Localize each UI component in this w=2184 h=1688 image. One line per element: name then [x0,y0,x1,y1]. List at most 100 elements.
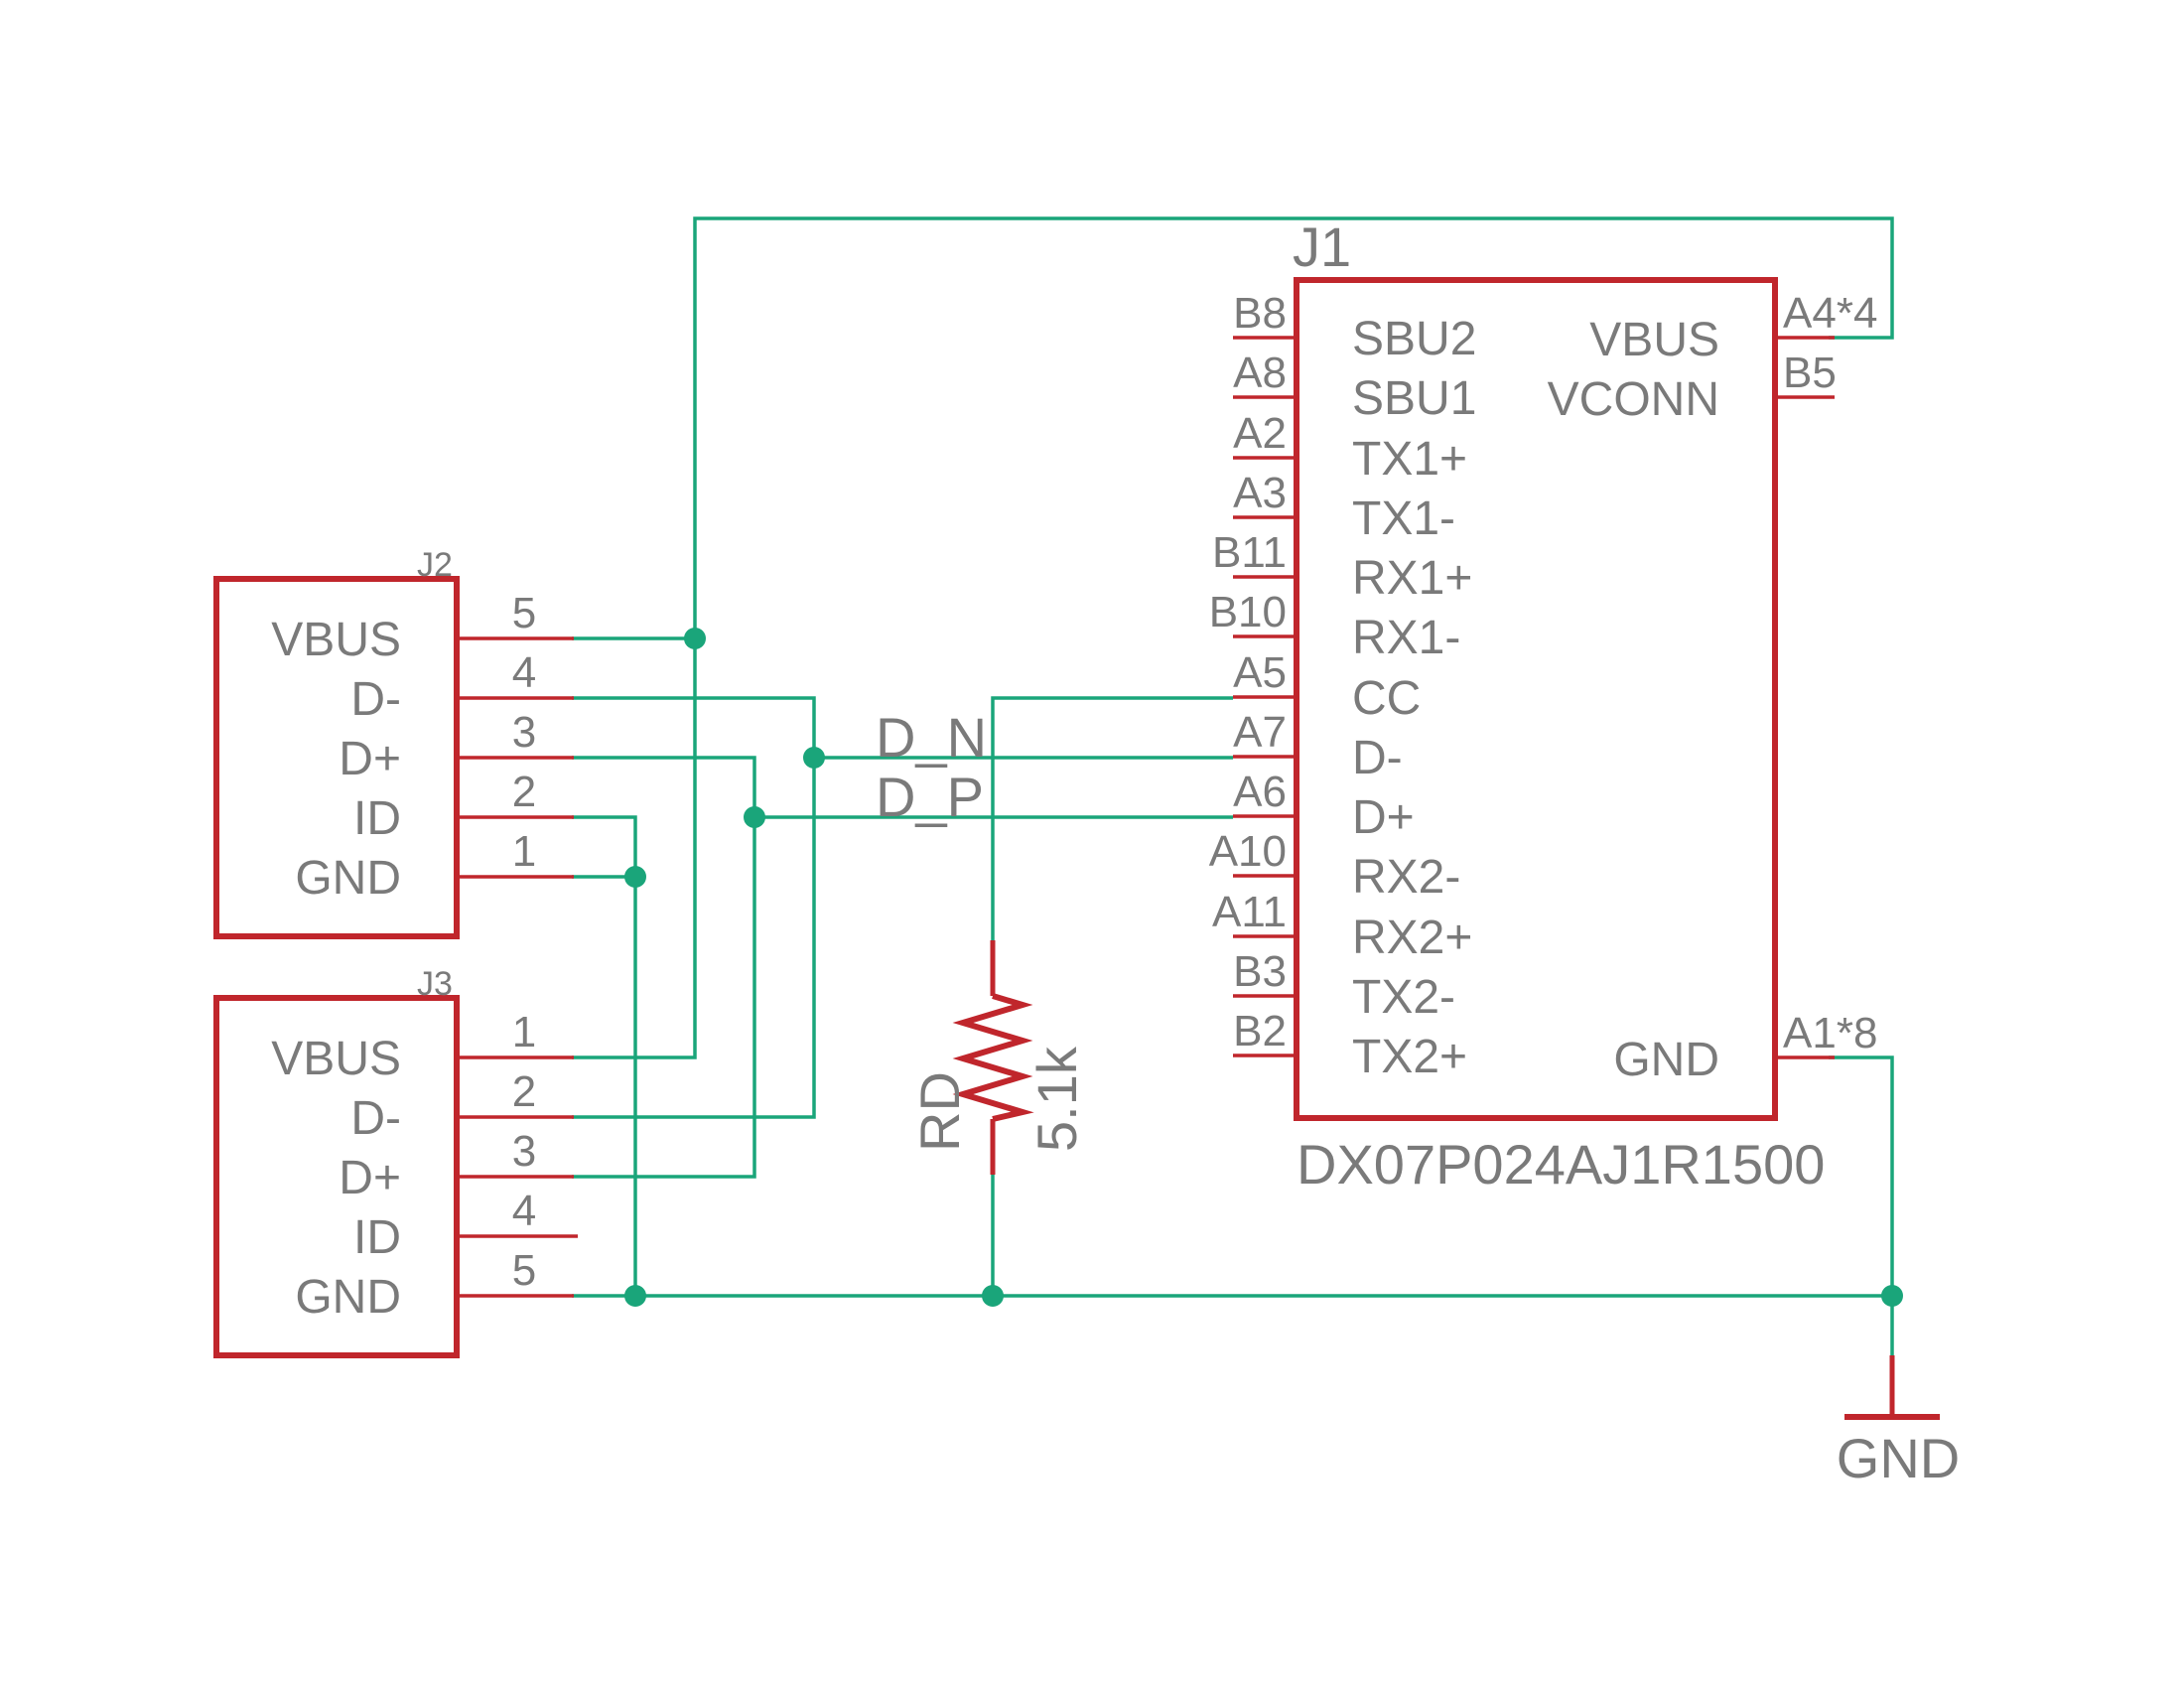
j3-pin: 2 D- [350,1067,574,1145]
j2-pin-number: 3 [512,708,536,757]
connector-j3: J3 1 VBUS 2 D- 3 D+ 4 ID 5 GND [213,965,578,1358]
j2-pin-number: 5 [512,589,536,637]
junctions [624,628,1903,1307]
j1-pin-name: RX1- [1352,612,1460,664]
junction-dot [803,747,825,769]
j1-pin-name: RX1+ [1352,552,1472,605]
j2-pin-number: 2 [512,768,536,816]
j1-pin: A1*8 GND [1613,1009,1877,1086]
j1-pin-number: A6 [1233,768,1287,816]
j1-pin-number: B5 [1783,349,1837,397]
j2-pin: 1 GND [295,827,574,905]
j1-pin: A4*4 VBUS [1589,289,1877,366]
j3-pin-number: 1 [512,1008,536,1056]
j1-pin: B5 VCONN [1548,349,1837,426]
j1-pin-name: RX2+ [1352,912,1472,964]
junction-dot [624,1285,646,1307]
j2-pin-name: D- [350,673,401,726]
j1-pin-number: A3 [1233,469,1287,517]
j1-pin-number: A1*8 [1783,1009,1877,1057]
j1-pin-number: A10 [1209,827,1287,876]
j1-value: DX07P024AJ1R1500 [1297,1133,1825,1196]
resistor-zigzag [952,993,1034,1122]
wires [572,216,1894,1355]
j1-pin: A7 D- [1233,708,1403,784]
net-label-dp: D_P [876,766,984,828]
j1-pin-number: A5 [1233,648,1287,697]
j3-pin: 3 D+ [339,1127,574,1204]
j1-pin: A8 SBU1 [1233,349,1476,425]
j3-pin: 1 VBUS [271,1008,574,1085]
j1-pin-name: VCONN [1548,373,1719,426]
junction-dot [1881,1285,1903,1307]
gnd-label: GND [1837,1427,1960,1489]
j3-pin-name: ID [353,1211,401,1264]
j2-pin: 5 VBUS [271,589,574,666]
junction-dot [684,628,706,649]
j1-body [1294,277,1778,1121]
j3-pin: 5 GND [295,1246,574,1324]
wire-vbus [572,216,1894,640]
j1-ref: J1 [1293,215,1351,278]
j1-pin-number: A8 [1233,349,1287,397]
j2-pin-name: ID [353,792,401,845]
j1-pin-name: TX2+ [1352,1031,1467,1083]
j1-pin-name: TX1- [1352,492,1455,545]
junction-dot [624,866,646,888]
j3-pin-name: VBUS [271,1033,401,1085]
j1-pin-name: D- [1352,732,1403,784]
j3-pin-number: 3 [512,1127,536,1176]
j1-pin: A3 TX1- [1233,469,1455,545]
j2-pin-name: GND [295,852,401,905]
j1-pin-number: B3 [1233,947,1287,996]
ground-symbol: GND [1837,1355,1960,1489]
j1-pin-name: VBUS [1589,314,1719,366]
resistor-value: 5.1k [1025,1046,1088,1152]
j1-pin-number: B10 [1209,588,1287,636]
wire-dplus-j2 [572,756,756,1179]
j1-pin-number: A7 [1233,708,1287,757]
j1-pin-number: A4*4 [1783,289,1877,338]
j3-pin-name: GND [295,1271,401,1324]
j1-pin-name: SBU1 [1352,372,1476,425]
j3-pin-number: 2 [512,1067,536,1116]
j3-pin-number: 4 [512,1187,536,1235]
j2-pin-number: 1 [512,827,536,876]
resistor-ref: RD [908,1071,971,1152]
j2-pin: 2 ID [353,768,574,845]
j2-ref: J2 [417,546,453,584]
j1-pin-name: SBU2 [1352,313,1476,365]
j1-pin: B11 RX1+ [1212,528,1472,605]
net-label-dn: D_N [876,706,987,769]
junction-dot [982,1285,1004,1307]
j1-pin-name: TX1+ [1352,433,1467,486]
junction-dot [744,806,765,828]
wire-id-gnd [572,815,637,1296]
j3-ref: J3 [417,965,453,1003]
wire-vbus-j3 [572,638,697,1059]
j3-pin-name: D- [350,1092,401,1145]
j3-pin: 4 ID [353,1187,578,1264]
j2-pin: 4 D- [350,648,574,726]
connector-j2: J2 5 VBUS 4 D- 3 D+ 2 ID 1 GND [213,546,574,939]
j1-pin: B3 TX2- [1233,947,1455,1024]
j2-pin-name: VBUS [271,614,401,666]
wire-dminus-j2 [572,696,816,1119]
j1-pin-number: B2 [1233,1007,1287,1055]
j2-pin: 3 D+ [339,708,574,785]
j1-pin-name: TX2- [1352,971,1455,1024]
resistor-rd: RD 5.1k [908,940,1088,1175]
j1-pin-name: GND [1613,1034,1719,1086]
j2-pin-name: D+ [339,733,401,785]
j1-pin-number: B11 [1212,528,1287,577]
